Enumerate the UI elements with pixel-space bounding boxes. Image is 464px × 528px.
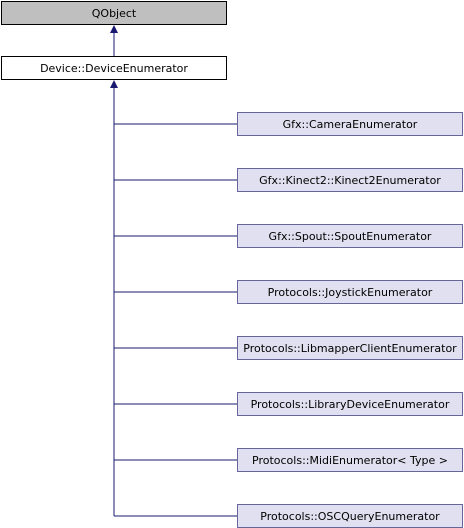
node-derived-class-box [237,168,463,192]
node-derived-class-label: Protocols::MidiEnumerator< Type > [252,454,448,467]
node-derived-class[interactable]: Gfx::Kinect2::Kinect2Enumerator [237,168,463,192]
node-derived-class[interactable]: Protocols::LibmapperClientEnumerator [237,336,463,360]
node-derived-class[interactable]: Protocols::MidiEnumerator< Type > [237,448,463,472]
node-derived-class-box [237,448,463,472]
node-derived-class[interactable]: Protocols::OSCQueryEnumerator [237,504,463,528]
node-device-enumerator[interactable]: Device::DeviceEnumerator [1,56,227,80]
node-derived-class-box [237,112,463,136]
node-derived-class-label: Gfx::Spout::SpoutEnumerator [269,230,432,243]
node-derived-class-label: Protocols::LibmapperClientEnumerator [243,342,457,355]
node-derived-class-label: Protocols::OSCQueryEnumerator [260,510,440,523]
node-derived-class-label: Gfx::Kinect2::Kinect2Enumerator [259,174,441,187]
node-derived-class-box [237,392,463,416]
node-derived-class[interactable]: Protocols::LibraryDeviceEnumerator [237,392,463,416]
node-qobject-box [1,1,227,25]
node-derived-class-label: Protocols::LibraryDeviceEnumerator [251,398,450,411]
node-derived-class-box [237,280,463,304]
node-qobject[interactable]: QObject [1,1,227,25]
node-derived-class[interactable]: Gfx::Spout::SpoutEnumerator [237,224,463,248]
node-device-enumerator-box [1,56,227,80]
node-derived-class-box [237,224,463,248]
node-derived-class[interactable]: Gfx::CameraEnumerator [237,112,463,136]
node-qobject-label: QObject [92,7,137,20]
node-derived-class-box [237,336,463,360]
edges [110,25,238,517]
node-derived-class[interactable]: Protocols::JoystickEnumerator [237,280,463,304]
node-derived-class-label: Gfx::CameraEnumerator [283,118,418,131]
derived-class-nodes: Gfx::CameraEnumeratorGfx::Kinect2::Kinec… [237,112,463,528]
node-device-enumerator-label: Device::DeviceEnumerator [40,62,188,75]
node-derived-class-label: Protocols::JoystickEnumerator [268,286,433,299]
